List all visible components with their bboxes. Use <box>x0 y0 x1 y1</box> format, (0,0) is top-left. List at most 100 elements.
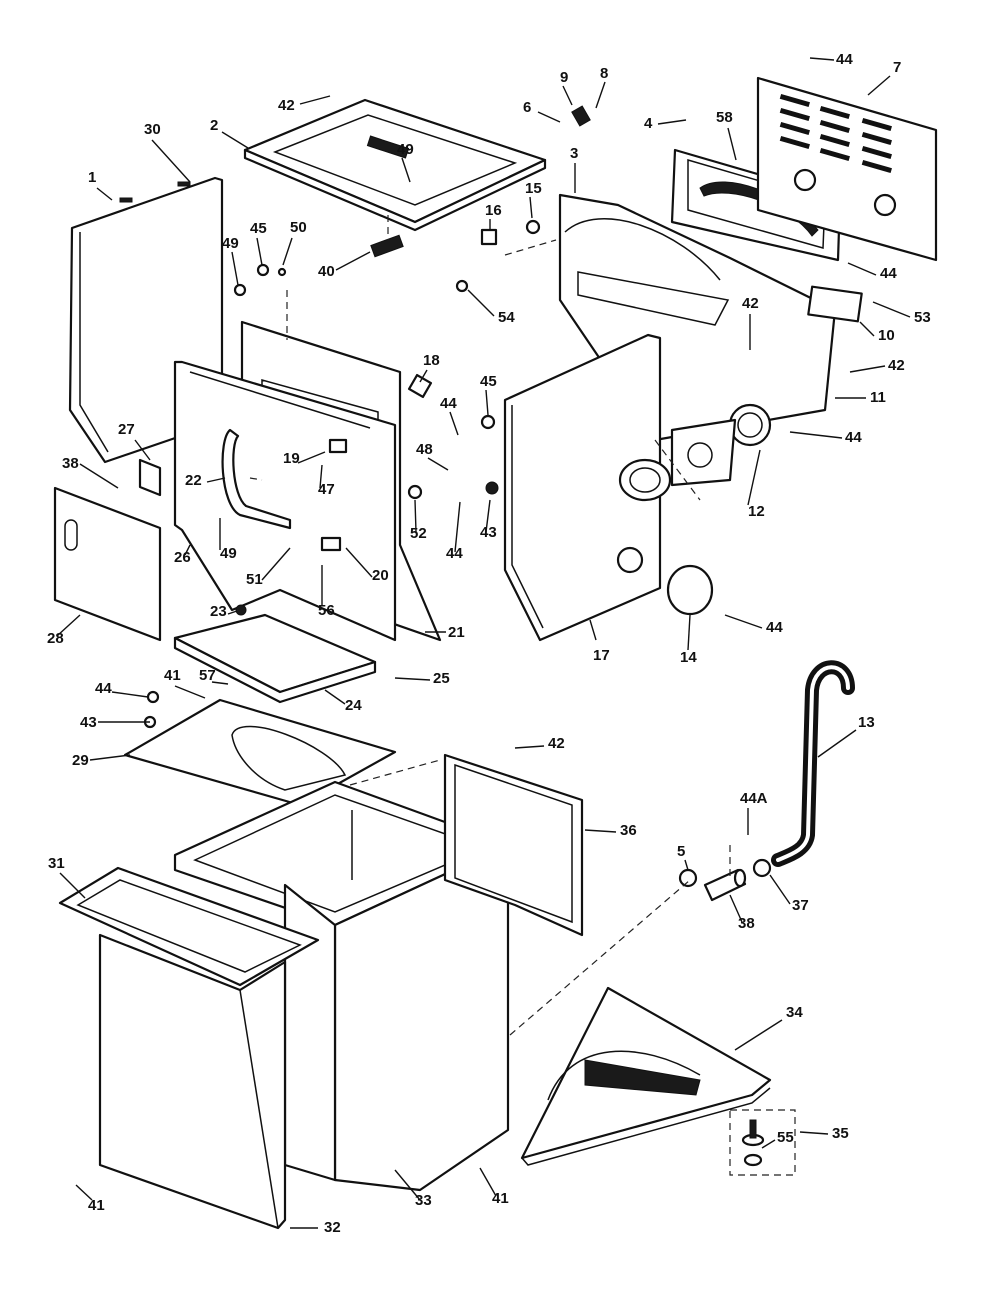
callout-c17: 17 <box>593 647 610 664</box>
callout-c47: 47 <box>318 481 335 498</box>
front-cabinet-panel <box>98 933 287 1230</box>
callout-c20: 20 <box>372 567 389 584</box>
filter-housing <box>123 698 397 807</box>
callout-c42c: 42 <box>742 295 759 312</box>
callout-c44A: 44A <box>740 790 768 807</box>
callout-c28: 28 <box>47 630 64 647</box>
callout-c12: 12 <box>748 503 765 520</box>
callout-c45a: 45 <box>250 220 267 237</box>
callout-c54: 54 <box>498 309 515 326</box>
callout-c49c: 49 <box>220 545 237 562</box>
door-handle <box>221 428 292 530</box>
leader-line-c14 <box>687 614 691 651</box>
leader-line-c5 <box>684 859 689 871</box>
leader-line-c27 <box>134 439 151 461</box>
exhaust-duct <box>618 458 672 502</box>
leader-line-c42a <box>299 95 331 105</box>
callout-c16: 16 <box>485 202 502 219</box>
leader-line-c50 <box>282 237 293 266</box>
callout-c7: 7 <box>893 59 901 76</box>
leader-line-c18 <box>419 369 428 383</box>
leader-line-c53 <box>872 301 911 318</box>
callout-c44e: 44 <box>440 395 457 412</box>
callout-c44f: 44 <box>446 545 463 562</box>
callout-c58: 58 <box>716 109 733 126</box>
callout-c14: 14 <box>680 649 697 666</box>
callout-c8: 8 <box>600 65 608 82</box>
leader-line-c28 <box>56 614 81 637</box>
callout-c31: 31 <box>48 855 65 872</box>
leader-line-c22 <box>206 477 226 483</box>
callout-c32: 32 <box>324 1219 341 1236</box>
leader-line-c47 <box>319 464 323 489</box>
leader-line-c44a <box>809 57 835 61</box>
leader-line-c45b <box>485 389 489 416</box>
leader-line-c45a <box>256 237 263 266</box>
leader-line-c25 <box>394 677 431 681</box>
callout-c27: 27 <box>118 421 135 438</box>
callout-c41c: 41 <box>492 1190 509 1207</box>
callout-c2: 2 <box>210 117 218 134</box>
leader-line-c52 <box>414 499 417 533</box>
leader-line-c49a <box>231 251 239 286</box>
callout-c44a: 44 <box>836 51 853 68</box>
callout-c11: 11 <box>870 389 886 406</box>
callout-c38b: 38 <box>738 915 755 932</box>
callout-c35: 35 <box>832 1125 849 1142</box>
leader-line-c44f <box>454 501 461 553</box>
callout-c29: 29 <box>72 752 89 769</box>
leader-line-c55 <box>761 1139 776 1149</box>
callout-c9: 9 <box>560 69 568 86</box>
leader-line-c15 <box>529 196 533 219</box>
clamp-5 <box>678 868 698 888</box>
leader-line-c12 <box>747 449 761 506</box>
leader-line-c8 <box>595 81 606 109</box>
terminal-cover <box>807 285 863 323</box>
callout-c30: 30 <box>144 121 161 138</box>
leveling-foot <box>729 1109 796 1176</box>
callout-c34: 34 <box>786 1004 803 1021</box>
callout-c19: 19 <box>283 450 300 467</box>
callout-c13: 13 <box>858 714 875 731</box>
leader-line-c44b <box>847 262 877 276</box>
leader-line-c36 <box>584 829 617 833</box>
leader-line-c43b <box>485 499 491 533</box>
callout-c37: 37 <box>792 897 809 914</box>
leader-line-c38a <box>79 463 119 489</box>
lint-filter <box>173 613 377 704</box>
callout-c22: 22 <box>185 472 202 489</box>
callout-c51: 51 <box>246 571 263 588</box>
clamp-37 <box>752 858 772 878</box>
callout-c40: 40 <box>318 263 335 280</box>
right-side-panel <box>503 333 662 642</box>
callout-c21: 21 <box>448 624 465 641</box>
drain-tube <box>703 868 747 902</box>
leader-line-c44e <box>449 411 459 436</box>
leader-line-c57 <box>211 681 229 685</box>
leader-line-c51 <box>261 547 291 581</box>
callout-c43a: 43 <box>80 714 97 731</box>
leader-line-c6 <box>537 111 561 123</box>
toe-frame <box>58 866 320 987</box>
leader-line-c24 <box>324 689 346 705</box>
leader-line-c10 <box>859 321 875 337</box>
callout-c44g: 44 <box>95 680 112 697</box>
leader-line-c29 <box>89 754 131 761</box>
callout-c42a: 42 <box>278 97 295 114</box>
callout-c44d: 44 <box>766 619 783 636</box>
assembly-lines <box>249 215 731 1036</box>
leader-line-c23 <box>227 610 238 615</box>
callout-c57: 57 <box>199 667 216 684</box>
callout-c6: 6 <box>523 99 531 116</box>
leader-line-c33 <box>394 1169 421 1201</box>
small-hardware <box>138 105 591 729</box>
cover-plate <box>666 564 714 616</box>
leader-line-c34 <box>734 1019 783 1051</box>
callout-c49b: 49 <box>397 141 414 158</box>
leader-line-c20 <box>345 547 373 578</box>
leader-line-c44g <box>111 691 149 698</box>
leader-line-c7 <box>867 75 891 96</box>
top-panel <box>243 98 547 232</box>
callout-c36: 36 <box>620 822 637 839</box>
